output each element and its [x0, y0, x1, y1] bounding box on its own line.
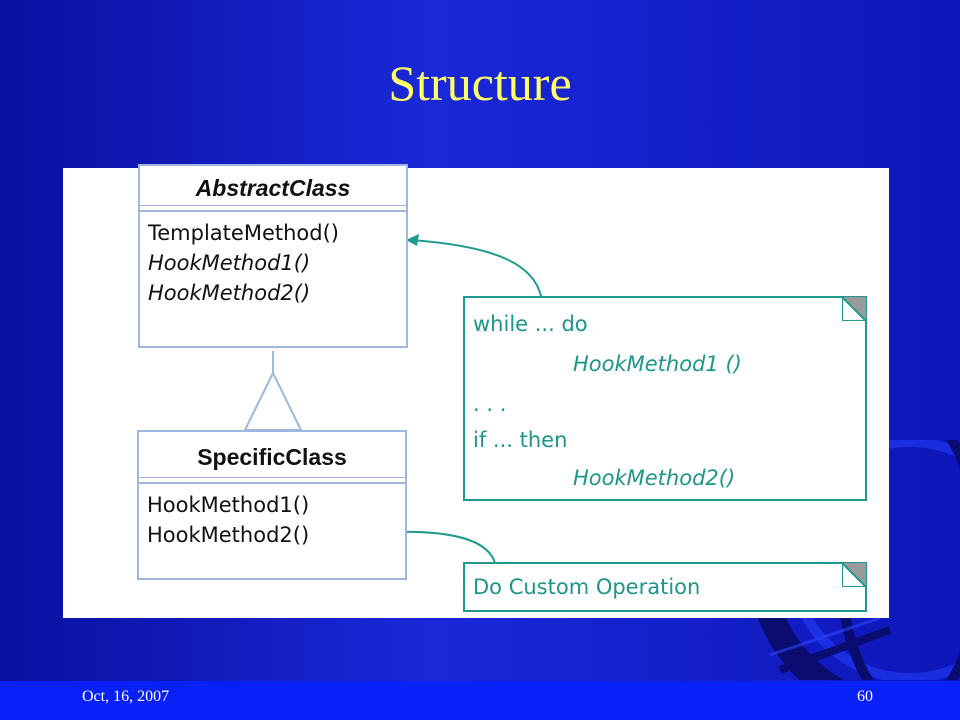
note-line-hook2: HookMethod2(): [573, 466, 736, 490]
abstract-class-box: AbstractClass TemplateMethod() HookMetho…: [138, 164, 408, 348]
note-corner-icon: [842, 563, 866, 587]
template-note: while ... do HookMethod1 () . . . if ...…: [463, 296, 867, 501]
note-corner-icon: [842, 297, 866, 321]
custom-operation-note: Do Custom Operation: [463, 562, 867, 612]
specific-class-name: SpecificClass: [139, 432, 405, 484]
abstract-hook-method-1: HookMethod1(): [148, 251, 311, 275]
inheritance-triangle: [243, 370, 303, 431]
note-line-hook1: HookMethod1 (): [573, 352, 742, 376]
slide-title: Structure: [388, 55, 572, 111]
template-note-arrowhead: [406, 234, 419, 246]
specific-class-box: SpecificClass HookMethod1() HookMethod2(…: [137, 430, 407, 580]
template-method: TemplateMethod(): [148, 221, 339, 245]
note-line-if: if ... then: [473, 428, 568, 452]
abstract-class-name: AbstractClass: [140, 166, 406, 212]
abstract-hook-method-2: HookMethod2(): [148, 281, 311, 305]
abstract-class-methods: TemplateMethod() HookMethod1() HookMetho…: [140, 212, 406, 308]
template-note-connector: [410, 239, 542, 297]
note-line-while: while ... do: [473, 312, 588, 336]
page-number: 60: [857, 688, 873, 705]
custom-note-connector: [388, 530, 496, 564]
footer-date: Oct, 16, 2007: [82, 688, 170, 705]
note-line-ellipsis: . . .: [473, 392, 507, 416]
specific-hook-method-1: HookMethod1(): [147, 493, 310, 517]
specific-class-methods: HookMethod1() HookMethod2(): [139, 484, 405, 550]
specific-hook-method-2: HookMethod2(): [147, 523, 310, 547]
uml-diagram-panel: AbstractClass TemplateMethod() HookMetho…: [63, 164, 889, 618]
footer-bar: [0, 681, 960, 720]
custom-operation-text: Do Custom Operation: [473, 575, 701, 599]
